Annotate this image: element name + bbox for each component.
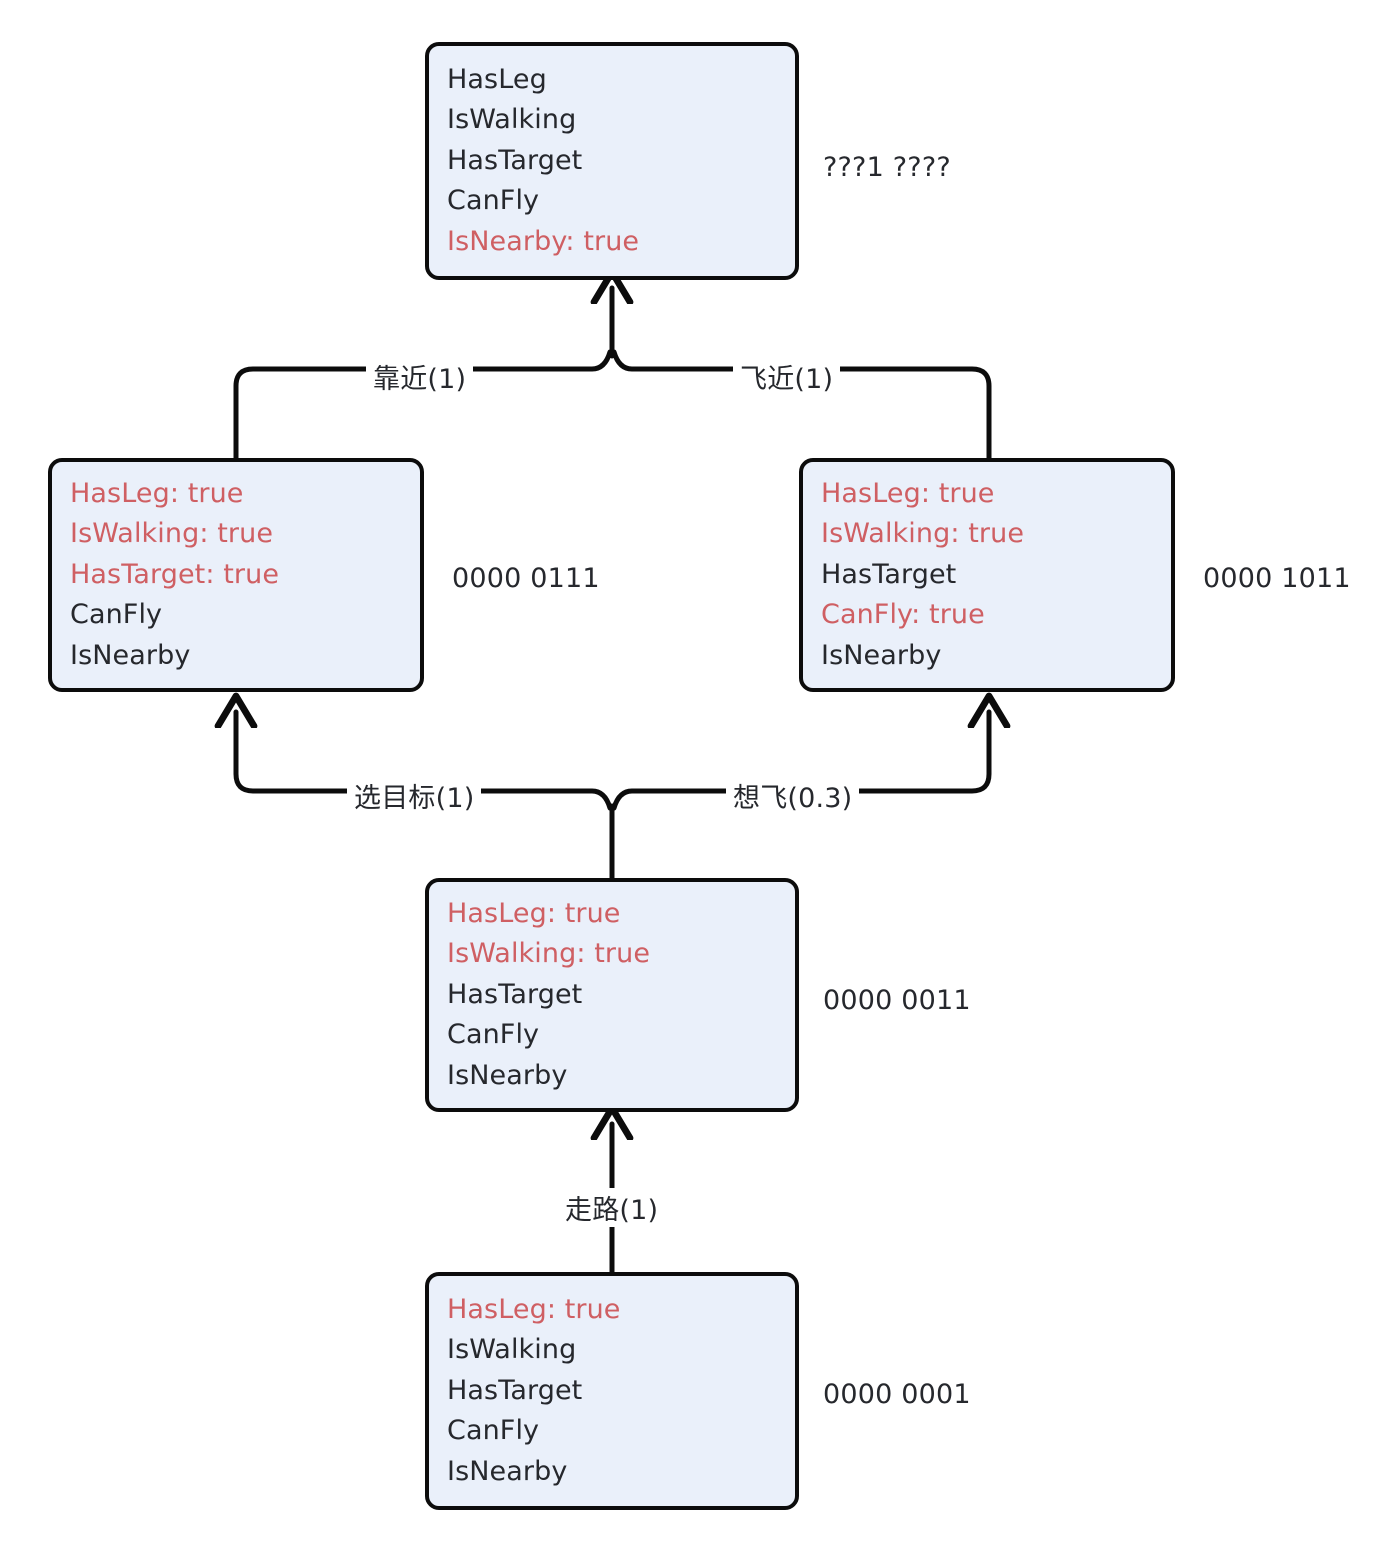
fact-line: IsWalking <box>447 1334 577 1366</box>
fact-line: IsWalking: true <box>821 518 1025 550</box>
bitmask-label-start: 0000 0001 <box>823 1379 971 1410</box>
fact-line: HasLeg: true <box>821 477 995 509</box>
bitmask-label-goal: ???1 ???? <box>823 152 951 183</box>
fact-line: HasLeg: true <box>70 477 244 509</box>
fact-line: HasLeg: true <box>447 897 621 929</box>
fact-line: IsWalking: true <box>70 518 274 550</box>
fact-line: HasTarget <box>447 978 583 1010</box>
fact-line: HasLeg: true <box>447 1293 621 1325</box>
fact-line: IsNearby <box>821 639 942 671</box>
fact-line: IsNearby <box>70 639 191 671</box>
fact-line: CanFly: true <box>821 599 985 631</box>
state-node-start[interactable]: HasLeg: true IsWalking HasTarget CanFly … <box>425 1272 799 1510</box>
state-node-walk-near[interactable]: HasLeg: true IsWalking: true HasTarget: … <box>48 458 424 692</box>
fact-line: HasLeg <box>447 63 547 95</box>
edge-label-approach: 靠近(1) <box>366 357 474 396</box>
fact-line: IsNearby <box>447 1059 568 1091</box>
state-node-walking[interactable]: HasLeg: true IsWalking: true HasTarget C… <box>425 878 799 1112</box>
bitmask-label-walk-near: 0000 0111 <box>452 563 600 594</box>
fact-line: CanFly <box>447 185 540 217</box>
bitmask-label-fly-near: 0000 1011 <box>1203 563 1351 594</box>
fact-line: HasTarget <box>447 144 583 176</box>
fact-line: IsWalking: true <box>447 938 651 970</box>
fact-line: HasTarget: true <box>70 558 280 590</box>
fact-line: CanFly <box>447 1415 540 1447</box>
fact-line: IsWalking <box>447 104 577 136</box>
edge-label-walk: 走路(1) <box>558 1188 666 1227</box>
fact-line: CanFly <box>447 1019 540 1051</box>
edge-label-select-target: 选目标(1) <box>347 776 482 815</box>
state-node-fly-near[interactable]: HasLeg: true IsWalking: true HasTarget C… <box>799 458 1175 692</box>
fact-line: IsNearby <box>447 1455 568 1487</box>
fact-line: HasTarget <box>821 558 957 590</box>
edge-label-flyclose: 飞近(1) <box>733 357 841 396</box>
edge-label-want-fly: 想飞(0.3) <box>726 776 860 815</box>
fact-line: HasTarget <box>447 1374 583 1406</box>
state-node-goal[interactable]: HasLeg IsWalking HasTarget CanFly IsNear… <box>425 42 799 280</box>
bitmask-label-walking: 0000 0011 <box>823 985 971 1016</box>
fact-line: IsNearby: true <box>447 225 640 257</box>
fact-line: CanFly <box>70 599 163 631</box>
